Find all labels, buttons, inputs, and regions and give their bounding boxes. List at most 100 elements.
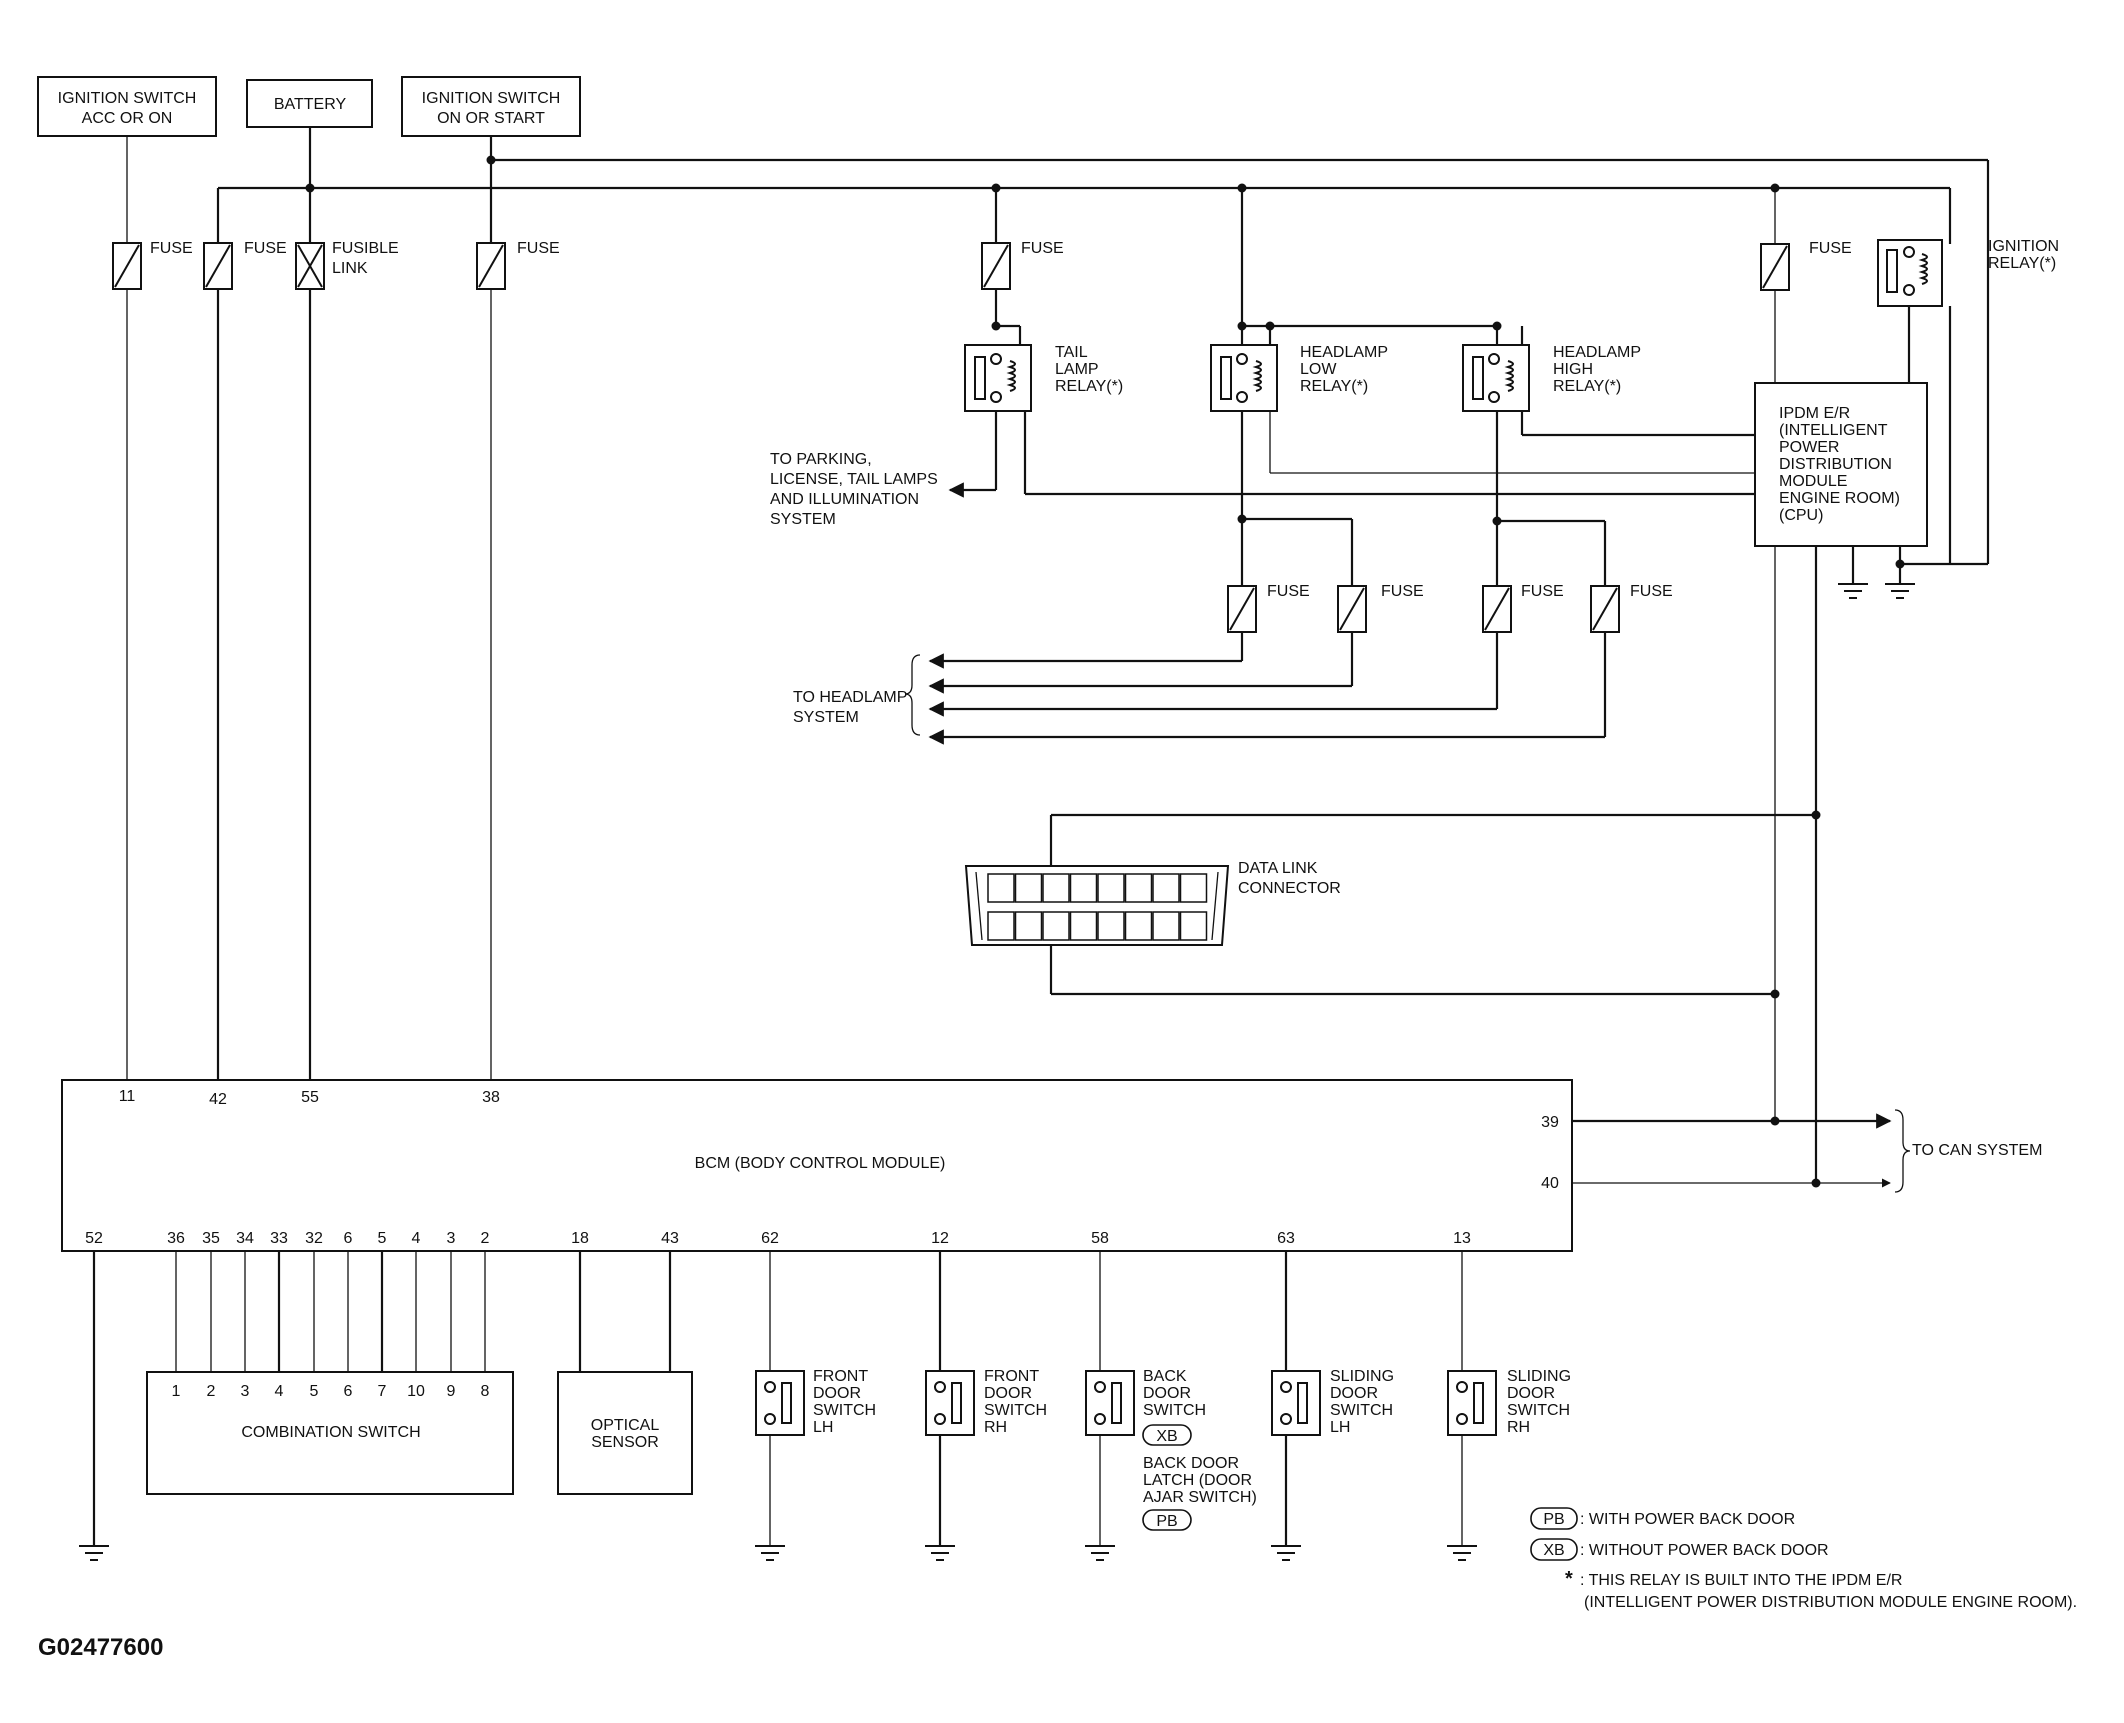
pin-number: 38 [482,1089,500,1106]
junction-dot [1492,321,1502,331]
label-line: DOOR [984,1385,1032,1402]
sliding-door-switch-lh-icon [1271,1370,1321,1436]
relay-label: HEADLAMP [1553,344,1641,361]
dlc-pin-cell [1014,873,1043,903]
junction-dot [1811,810,1821,820]
source-label: IGNITION SWITCH [422,90,561,107]
fuse-icon [476,242,506,290]
pin-number: 4 [275,1383,284,1400]
pin-number: 43 [661,1230,679,1247]
pin-number: 62 [761,1230,779,1247]
label-line: DOOR [813,1385,861,1402]
fuse-label: FUSE [1809,240,1852,257]
dlc-pin-cell [1152,873,1180,903]
label-line: SWITCH [984,1402,1047,1419]
fuse-label: FUSE [517,240,560,257]
fuse-label: FUSE [1267,583,1310,600]
label-line: TO HEADLAMP [793,689,907,706]
pin-number: 34 [236,1230,254,1247]
dlc-pin-cell [1042,873,1070,903]
source-label: ON OR START [437,110,545,127]
ground-icon [1884,583,1916,599]
optical-sensor-label: OPTICAL [591,1417,660,1434]
label-line: DISTRIBUTION [1779,456,1892,473]
dlc-pin-cell [1069,873,1098,903]
source-label: IGNITION SWITCH [58,90,197,107]
relay-label: RELAY(*) [1553,378,1621,395]
data-link-connector-icon [964,865,1230,946]
tail-lamp-relay-icon [964,344,1032,412]
to-headlamp-label: TO HEADLAMP SYSTEM [793,654,921,736]
fuse-icon [203,242,233,290]
pin-number: 12 [931,1230,949,1247]
label-line: SWITCH [813,1402,876,1419]
label-line: FRONT [984,1368,1039,1385]
ground-icon [924,1545,956,1561]
junction-dot [1770,1116,1780,1126]
junction-dot [1237,321,1247,331]
label-line: LICENSE, TAIL LAMPS [770,471,938,488]
label-line: RH [1507,1419,1530,1436]
relay-label: IGNITION [1988,238,2059,255]
dlc-pin-cell [1179,873,1208,903]
legend-text: (INTELLIGENT POWER DISTRIBUTION MODULE E… [1584,1594,2077,1611]
pb-tag: PB [1156,1513,1177,1530]
fuse-label: FUSE [244,240,287,257]
to-parking-label: TO PARKING, LICENSE, TAIL LAMPS AND ILLU… [770,451,938,528]
star-marker: * [1565,1568,1573,1590]
sliding-door-switch-rh-label: SLIDING DOOR SWITCH RH [1507,1368,1571,1436]
dlc-pin-cell [1069,911,1098,941]
label-line: MODULE [1779,473,1847,490]
dlc-label: DATA LINK [1238,860,1318,877]
dlc-pin-cell [1042,911,1070,941]
pin-number: 42 [209,1091,227,1108]
headlamp-high-relay-icon [1462,344,1530,412]
label-line: SLIDING [1330,1368,1394,1385]
ipdm-wires [1774,188,1952,1183]
pin-number: 36 [167,1230,185,1247]
source-label: BATTERY [274,96,347,113]
relay-label: RELAY(*) [1055,378,1123,395]
lamp-relay-wires [928,188,1755,745]
pin-number: 58 [1091,1230,1109,1247]
ground-icon [1270,1545,1302,1561]
ground-icon [78,1545,110,1561]
junction-dot [1770,989,1780,999]
pin-number: 63 [1277,1230,1295,1247]
source-ignition-on-start: IGNITION SWITCH ON OR START [401,76,581,137]
pin-number: 3 [241,1383,250,1400]
pin-number: 5 [378,1230,387,1247]
relay-label: TAIL [1055,344,1088,361]
label-line: LATCH (DOOR [1143,1472,1252,1489]
pin-number: 52 [85,1230,103,1247]
pin-number: 32 [305,1230,323,1247]
source-label: ACC OR ON [82,110,173,127]
fuse-label: FUSE [150,240,193,257]
pin-number: 5 [310,1383,319,1400]
ground-icon [1446,1545,1478,1561]
label-line: SWITCH [1143,1402,1206,1419]
dlc-pin-cell [1124,873,1153,903]
fuse-icon [1590,585,1620,633]
pin-number: 6 [344,1383,353,1400]
junction-dot [1811,1178,1821,1188]
relay-label: LOW [1300,361,1337,378]
pin-number: 39 [1541,1114,1559,1131]
pin-number: 8 [481,1383,490,1400]
junction-dot [1237,514,1247,524]
optical-sensor: OPTICAL SENSOR [557,1251,693,1495]
back-door-switch-icon [1085,1370,1135,1436]
power-bus-wires [126,127,1990,566]
dlc-pin-cell [1097,911,1125,941]
label-line: DOOR [1507,1385,1555,1402]
label-line: DOOR [1143,1385,1191,1402]
dlc-wires [1049,813,1816,996]
back-door-switch-label: BACK DOOR SWITCH XB BACK DOOR LATCH (DOO… [1142,1368,1257,1531]
label-line: LH [813,1419,833,1436]
fuse-label: FUSE [1521,583,1564,600]
junction-dot [1895,559,1905,569]
ground-icon [754,1545,786,1561]
